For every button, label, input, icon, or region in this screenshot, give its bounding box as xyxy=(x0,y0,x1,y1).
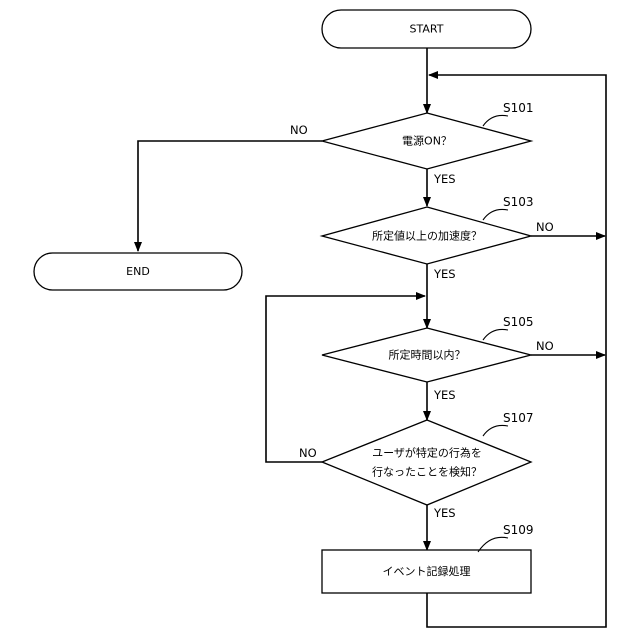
branch-s107-no: NO xyxy=(299,446,317,460)
step-id-s107: S107 xyxy=(503,411,534,425)
branch-s103-yes: YES xyxy=(433,267,456,281)
edge-s101-no-to-end xyxy=(138,141,322,251)
process-s109-text: イベント記録処理 xyxy=(383,564,471,578)
branch-s103-no: NO xyxy=(536,220,554,234)
branch-s101-no: NO xyxy=(290,123,308,137)
step-id-s101: S101 xyxy=(503,101,534,115)
decision-s107 xyxy=(322,420,531,505)
step-tag-s107-leader xyxy=(483,425,508,436)
step-tag-s101-leader xyxy=(483,115,508,126)
decision-s101-text: 電源ON？ xyxy=(402,134,452,148)
branch-s107-yes: YES xyxy=(433,506,456,520)
branch-s105-yes: YES xyxy=(433,388,456,402)
branch-s101-yes: YES xyxy=(433,172,456,186)
branch-s105-no: NO xyxy=(536,339,554,353)
decision-s105-text: 所定時間以内？ xyxy=(389,348,466,362)
start-label: START xyxy=(410,23,444,36)
decision-s107-text-line1: ユーザが特定の行為を xyxy=(372,446,482,460)
step-id-s105: S105 xyxy=(503,315,534,329)
step-tag-s103-leader xyxy=(483,209,508,220)
step-id-s109: S109 xyxy=(503,523,534,537)
end-label: END xyxy=(126,265,150,278)
decision-s107-text-line2: 行なったことを検知？ xyxy=(372,465,482,479)
step-tag-s105-leader xyxy=(483,329,508,340)
step-id-s103: S103 xyxy=(503,195,534,209)
decision-s103-text: 所定値以上の加速度？ xyxy=(372,229,482,243)
